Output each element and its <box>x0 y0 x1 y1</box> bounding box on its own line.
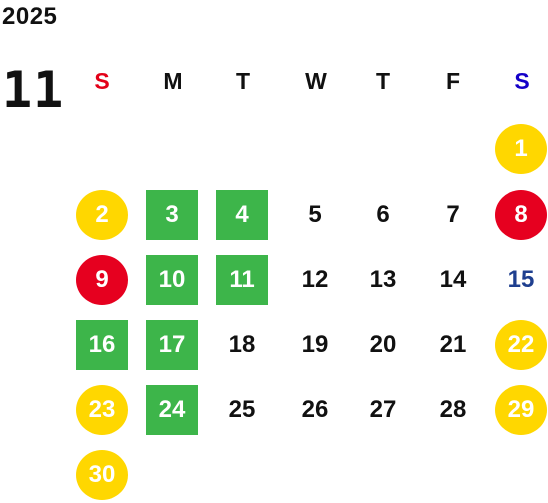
calendar-day[interactable]: 13 <box>369 266 397 293</box>
calendar-day[interactable]: 28 <box>439 396 467 423</box>
calendar-day[interactable]: 9 <box>76 255 128 305</box>
calendar-day[interactable]: 21 <box>439 331 467 358</box>
calendar-day[interactable]: 7 <box>446 201 460 228</box>
calendar-day[interactable]: 18 <box>228 331 256 358</box>
calendar-day[interactable]: 22 <box>495 320 547 370</box>
weekday-friday: F <box>445 68 461 94</box>
calendar-day[interactable]: 11 <box>216 255 268 305</box>
calendar-day[interactable]: 25 <box>228 396 256 423</box>
calendar-day[interactable]: 23 <box>76 385 128 435</box>
weekday-saturday: S <box>514 68 530 94</box>
calendar-day[interactable]: 8 <box>495 190 547 240</box>
calendar-day[interactable]: 24 <box>146 385 198 435</box>
year-label: 2025 <box>2 3 58 30</box>
calendar-day[interactable]: 17 <box>146 320 198 370</box>
weekday-tuesday: T <box>235 68 251 94</box>
month-number: 11 <box>2 61 65 119</box>
calendar-day[interactable]: 20 <box>369 331 397 358</box>
weekday-sunday: S <box>94 68 110 94</box>
calendar-day[interactable]: 27 <box>369 396 397 423</box>
calendar-day[interactable]: 12 <box>301 266 329 293</box>
calendar-day[interactable]: 29 <box>495 385 547 435</box>
calendar-day[interactable]: 16 <box>76 320 128 370</box>
calendar-day[interactable]: 30 <box>76 450 128 500</box>
calendar-day[interactable]: 6 <box>376 201 390 228</box>
calendar-day[interactable]: 4 <box>216 190 268 240</box>
weekday-monday: M <box>163 68 183 94</box>
weekday-thursday: T <box>375 68 391 94</box>
calendar-day[interactable]: 3 <box>146 190 198 240</box>
weekday-wednesday: W <box>305 68 327 94</box>
calendar-day[interactable]: 15 <box>507 266 535 293</box>
calendar-day[interactable]: 19 <box>301 331 329 358</box>
calendar-day[interactable]: 10 <box>146 255 198 305</box>
calendar-day[interactable]: 14 <box>439 266 467 293</box>
calendar-day[interactable]: 2 <box>76 190 128 240</box>
calendar-day[interactable]: 26 <box>301 396 329 423</box>
calendar-day[interactable]: 5 <box>308 201 322 228</box>
calendar-day[interactable]: 1 <box>495 124 547 174</box>
